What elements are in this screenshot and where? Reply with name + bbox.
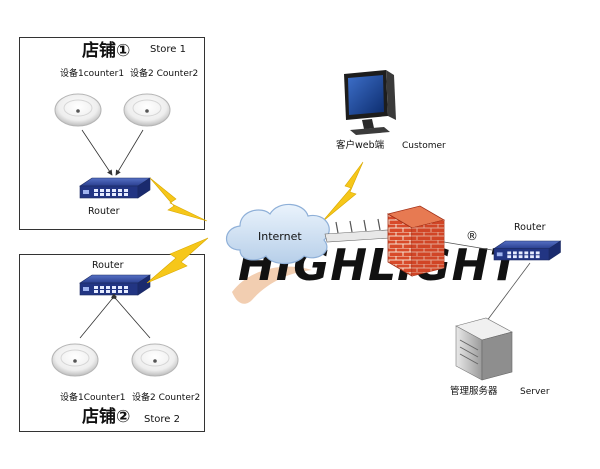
internet-label: Internet [258, 230, 302, 243]
watermark-registered-mark: ® [466, 229, 478, 243]
store-2-link-1 [79, 293, 118, 339]
lightning-bolt-icon-customer [321, 161, 364, 223]
store-2-sensor-1-icon [51, 343, 99, 377]
store-1-router-label: Router [88, 206, 120, 217]
monitor-icon [344, 70, 396, 135]
lightning-bolt-icon-store-1 [149, 177, 208, 222]
server-router-icon [493, 240, 561, 261]
cloud-icon: Internet [225, 203, 330, 265]
customer-label: 客户web端 [336, 139, 385, 151]
customer-label-en: Customer [402, 141, 446, 151]
store-1-link-2 [115, 129, 144, 176]
server-tower-icon [455, 317, 513, 381]
store-2-router-icon [79, 274, 151, 296]
store-2-device-2-label: 设备2 Counter2 [132, 391, 200, 403]
store-1-title: 店铺① [82, 40, 130, 61]
store-2-router-label: Router [92, 260, 124, 271]
store-2-title: 店铺② [82, 406, 130, 427]
store-1-frame [19, 37, 205, 230]
store-2-subtitle: Store 2 [144, 414, 180, 425]
store-2-sensor-2-icon [131, 343, 179, 377]
server-router-label: Router [514, 222, 546, 233]
store-2-device-1-label: 设备1Counter1 [60, 391, 125, 403]
store-1-router-icon [79, 177, 151, 199]
store-2-link-2 [110, 293, 151, 339]
store-1-box: 店铺① Store 1 设备1counter1 设备2 Counter2 Rou… [19, 37, 205, 230]
internet-link-bar [324, 218, 391, 243]
store-1-sensor-2-icon [123, 93, 171, 127]
watermark-swoosh [232, 266, 312, 304]
router-server-link [485, 262, 531, 323]
store-1-device-1-label: 设备1counter1 [60, 67, 124, 79]
server-label: 管理服务器 [450, 385, 498, 397]
store-1-link-1 [81, 129, 113, 176]
firewall-router-link [443, 241, 493, 251]
store-1-device-2-label: 设备2 Counter2 [130, 67, 198, 79]
store-1-sensor-1-icon [54, 93, 102, 127]
store-2-box: Router 设备1Counter1 设备2 Counter2 店铺② Stor… [19, 254, 205, 432]
server-label-en: Server [520, 387, 550, 397]
store-1-subtitle: Store 1 [150, 44, 186, 55]
brick-firewall-icon [386, 205, 446, 277]
lightning-bolt-icon-store-2 [146, 237, 209, 284]
store-2-frame [19, 254, 205, 432]
